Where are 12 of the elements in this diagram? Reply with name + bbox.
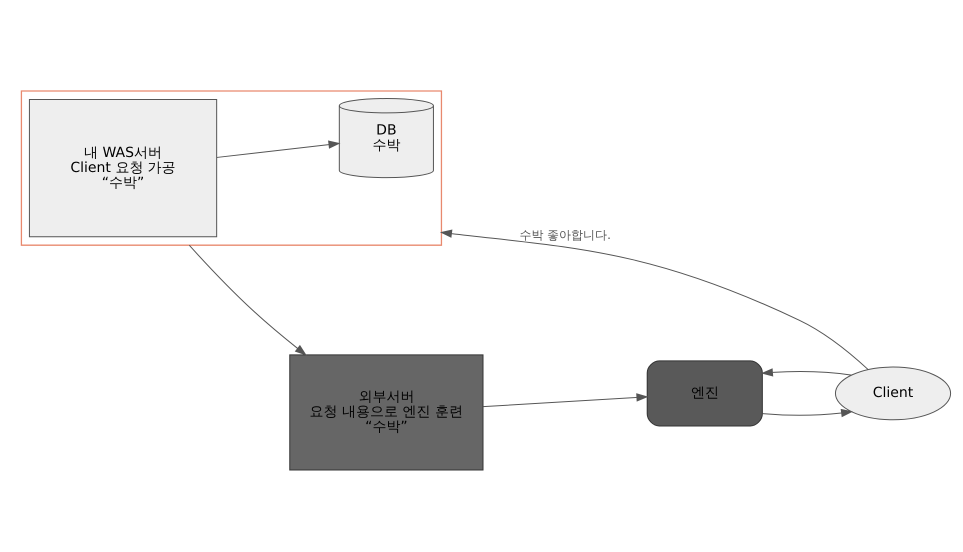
arrow <box>439 228 868 370</box>
node-box: 외부서버 요청 내용으로 엔진 훈련 “수박” <box>288 354 483 470</box>
node-box: 엔진 <box>646 360 762 426</box>
arrow <box>216 140 340 158</box>
node-ellipse: Client <box>834 366 951 420</box>
cluster <box>20 90 442 246</box>
arrow <box>482 392 648 407</box>
arrow <box>760 368 852 376</box>
arrow <box>761 408 853 417</box>
arrow <box>188 244 306 356</box>
edge-label: 수박 좋아합니다. <box>518 227 610 242</box>
node-box: 내 WAS서버 Client 요청 가공 “수박” <box>28 98 217 237</box>
